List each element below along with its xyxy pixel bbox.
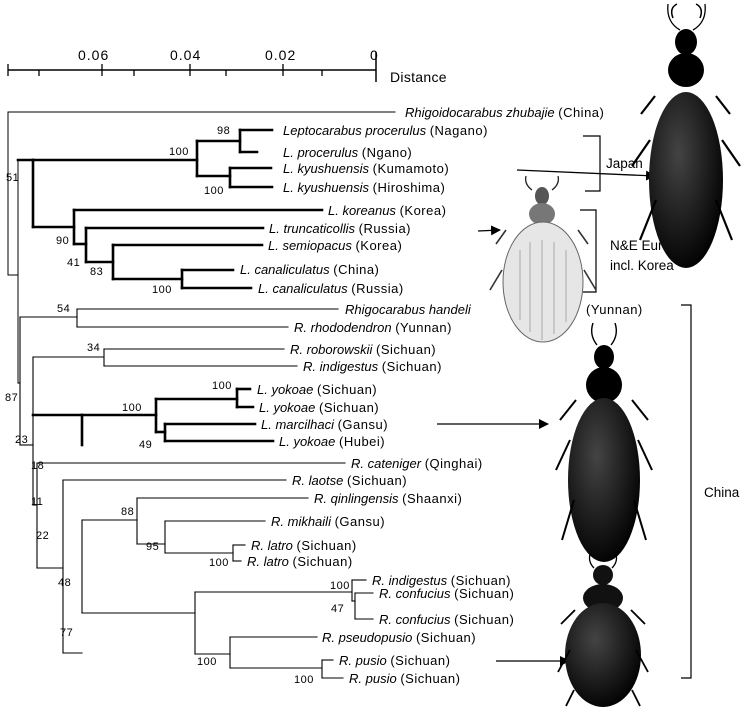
taxon-label: R. mikhaili (Gansu)	[271, 514, 385, 529]
taxon-label: R. confucius (Sichuan)	[379, 586, 514, 601]
distance-scale-bar: 0.06 0.04 0.02 0 Distance	[8, 47, 447, 85]
scale-axis-label: Distance	[390, 69, 447, 85]
taxon-label: R. pseudopusio (Sichuan)	[322, 630, 476, 645]
bootstrap-value: 100	[212, 380, 232, 392]
bootstrap-value: 41	[67, 257, 80, 269]
taxon-labels: Rhigoidocarabus zhubajie (China) Leptoca…	[240, 105, 643, 686]
taxon-label: L. kyushuensis (Hiroshima)	[283, 180, 445, 195]
taxon-label: R. qinlingensis (Shaanxi)	[314, 491, 462, 506]
taxon-label: L. truncaticollis (Russia)	[269, 221, 411, 236]
bootstrap-value: 54	[57, 303, 70, 315]
bootstrap-value: 87	[5, 392, 18, 404]
bootstrap-value: 11	[31, 496, 43, 508]
taxon-label: L. marcilhaci (Gansu)	[261, 417, 388, 432]
taxon-label: L. canaliculatus (Russia)	[258, 281, 404, 296]
bootstrap-value: 88	[121, 506, 134, 518]
taxon-label: L. yokoae (Hubei)	[279, 434, 385, 449]
scale-tick-label: 0.02	[265, 47, 296, 63]
bootstrap-value: 100	[204, 185, 224, 197]
bootstrap-value: 23	[15, 434, 28, 446]
taxon-label: R. latro (Sichuan)	[247, 554, 353, 569]
beetle-icon-pusio	[558, 554, 648, 707]
bootstrap-value: 51	[6, 172, 19, 184]
bootstrap-value: 48	[58, 577, 71, 589]
scale-tick-label: 0	[370, 47, 379, 63]
taxon-label: R. indigestus (Sichuan)	[303, 359, 442, 374]
china-bracket	[681, 305, 691, 678]
taxon-label: R. rhododendron (Yunnan)	[294, 320, 452, 335]
taxon-label: Rhigocarabus handeli(Yunnan)	[345, 302, 643, 317]
taxon-label: L. kyushuensis (Kumamoto)	[283, 161, 449, 176]
taxon-label: R. pusio (Sichuan)	[349, 671, 460, 686]
japan-bracket	[583, 136, 600, 191]
taxon-label: R. roborowskii (Sichuan)	[290, 342, 436, 357]
taxon-label: L. yokoae (Sichuan)	[257, 382, 377, 397]
bootstrap-value: 77	[60, 627, 73, 639]
taxon-label: L. canaliculatus (China)	[240, 262, 379, 277]
taxon-label: L. procerulus (Ngano)	[283, 145, 412, 160]
bootstrap-value: 100	[197, 656, 217, 668]
bootstrap-value: 100	[152, 284, 172, 296]
taxon-label: Leptocarabus procerulus (Nagano)	[283, 123, 488, 138]
bootstrap-value: 90	[56, 235, 69, 247]
bootstrap-value: 100	[294, 674, 314, 686]
bootstrap-value: 100	[330, 580, 350, 592]
taxon-label: R. pusio (Sichuan)	[339, 653, 450, 668]
taxon-label: R. cateniger (Qinghai)	[351, 456, 483, 471]
region-label-china: China	[704, 485, 740, 500]
scale-tick-label: 0.04	[170, 47, 201, 63]
taxon-label: L. koreanus (Korea)	[328, 203, 446, 218]
scale-tick-label: 0.06	[78, 47, 109, 63]
taxon-label: R. laotse (Sichuan)	[292, 473, 407, 488]
taxon-label: R. latro (Sichuan)	[251, 538, 357, 553]
beetle-icon-yokoae	[556, 323, 652, 562]
bootstrap-value: 100	[209, 557, 229, 569]
bootstrap-value: 98	[217, 125, 230, 137]
bootstrap-value: 47	[331, 603, 344, 615]
bootstrap-value: 100	[169, 146, 189, 158]
bootstrap-value: 49	[139, 439, 152, 451]
bootstrap-value: 95	[146, 541, 159, 553]
bootstrap-value: 22	[36, 530, 49, 542]
bootstrap-value: 83	[90, 266, 103, 278]
region-label-eurasia-sub: incl. Korea	[610, 258, 674, 273]
bootstrap-value: 18	[31, 460, 44, 472]
beetle-icon-eurasia	[490, 176, 596, 342]
taxon-label: Rhigoidocarabus zhubajie (China)	[405, 105, 604, 120]
taxon-label: L. yokoae (Sichuan)	[259, 400, 379, 415]
beetle-icon-japan	[632, 4, 740, 268]
arrow-to-eurasia-beetle	[478, 230, 500, 231]
bootstrap-value: 34	[87, 342, 100, 354]
taxon-label: R. confucius (Sichuan)	[379, 612, 514, 627]
bootstrap-value: 100	[122, 402, 142, 414]
taxon-label: L. semiopacus (Korea)	[268, 238, 402, 253]
